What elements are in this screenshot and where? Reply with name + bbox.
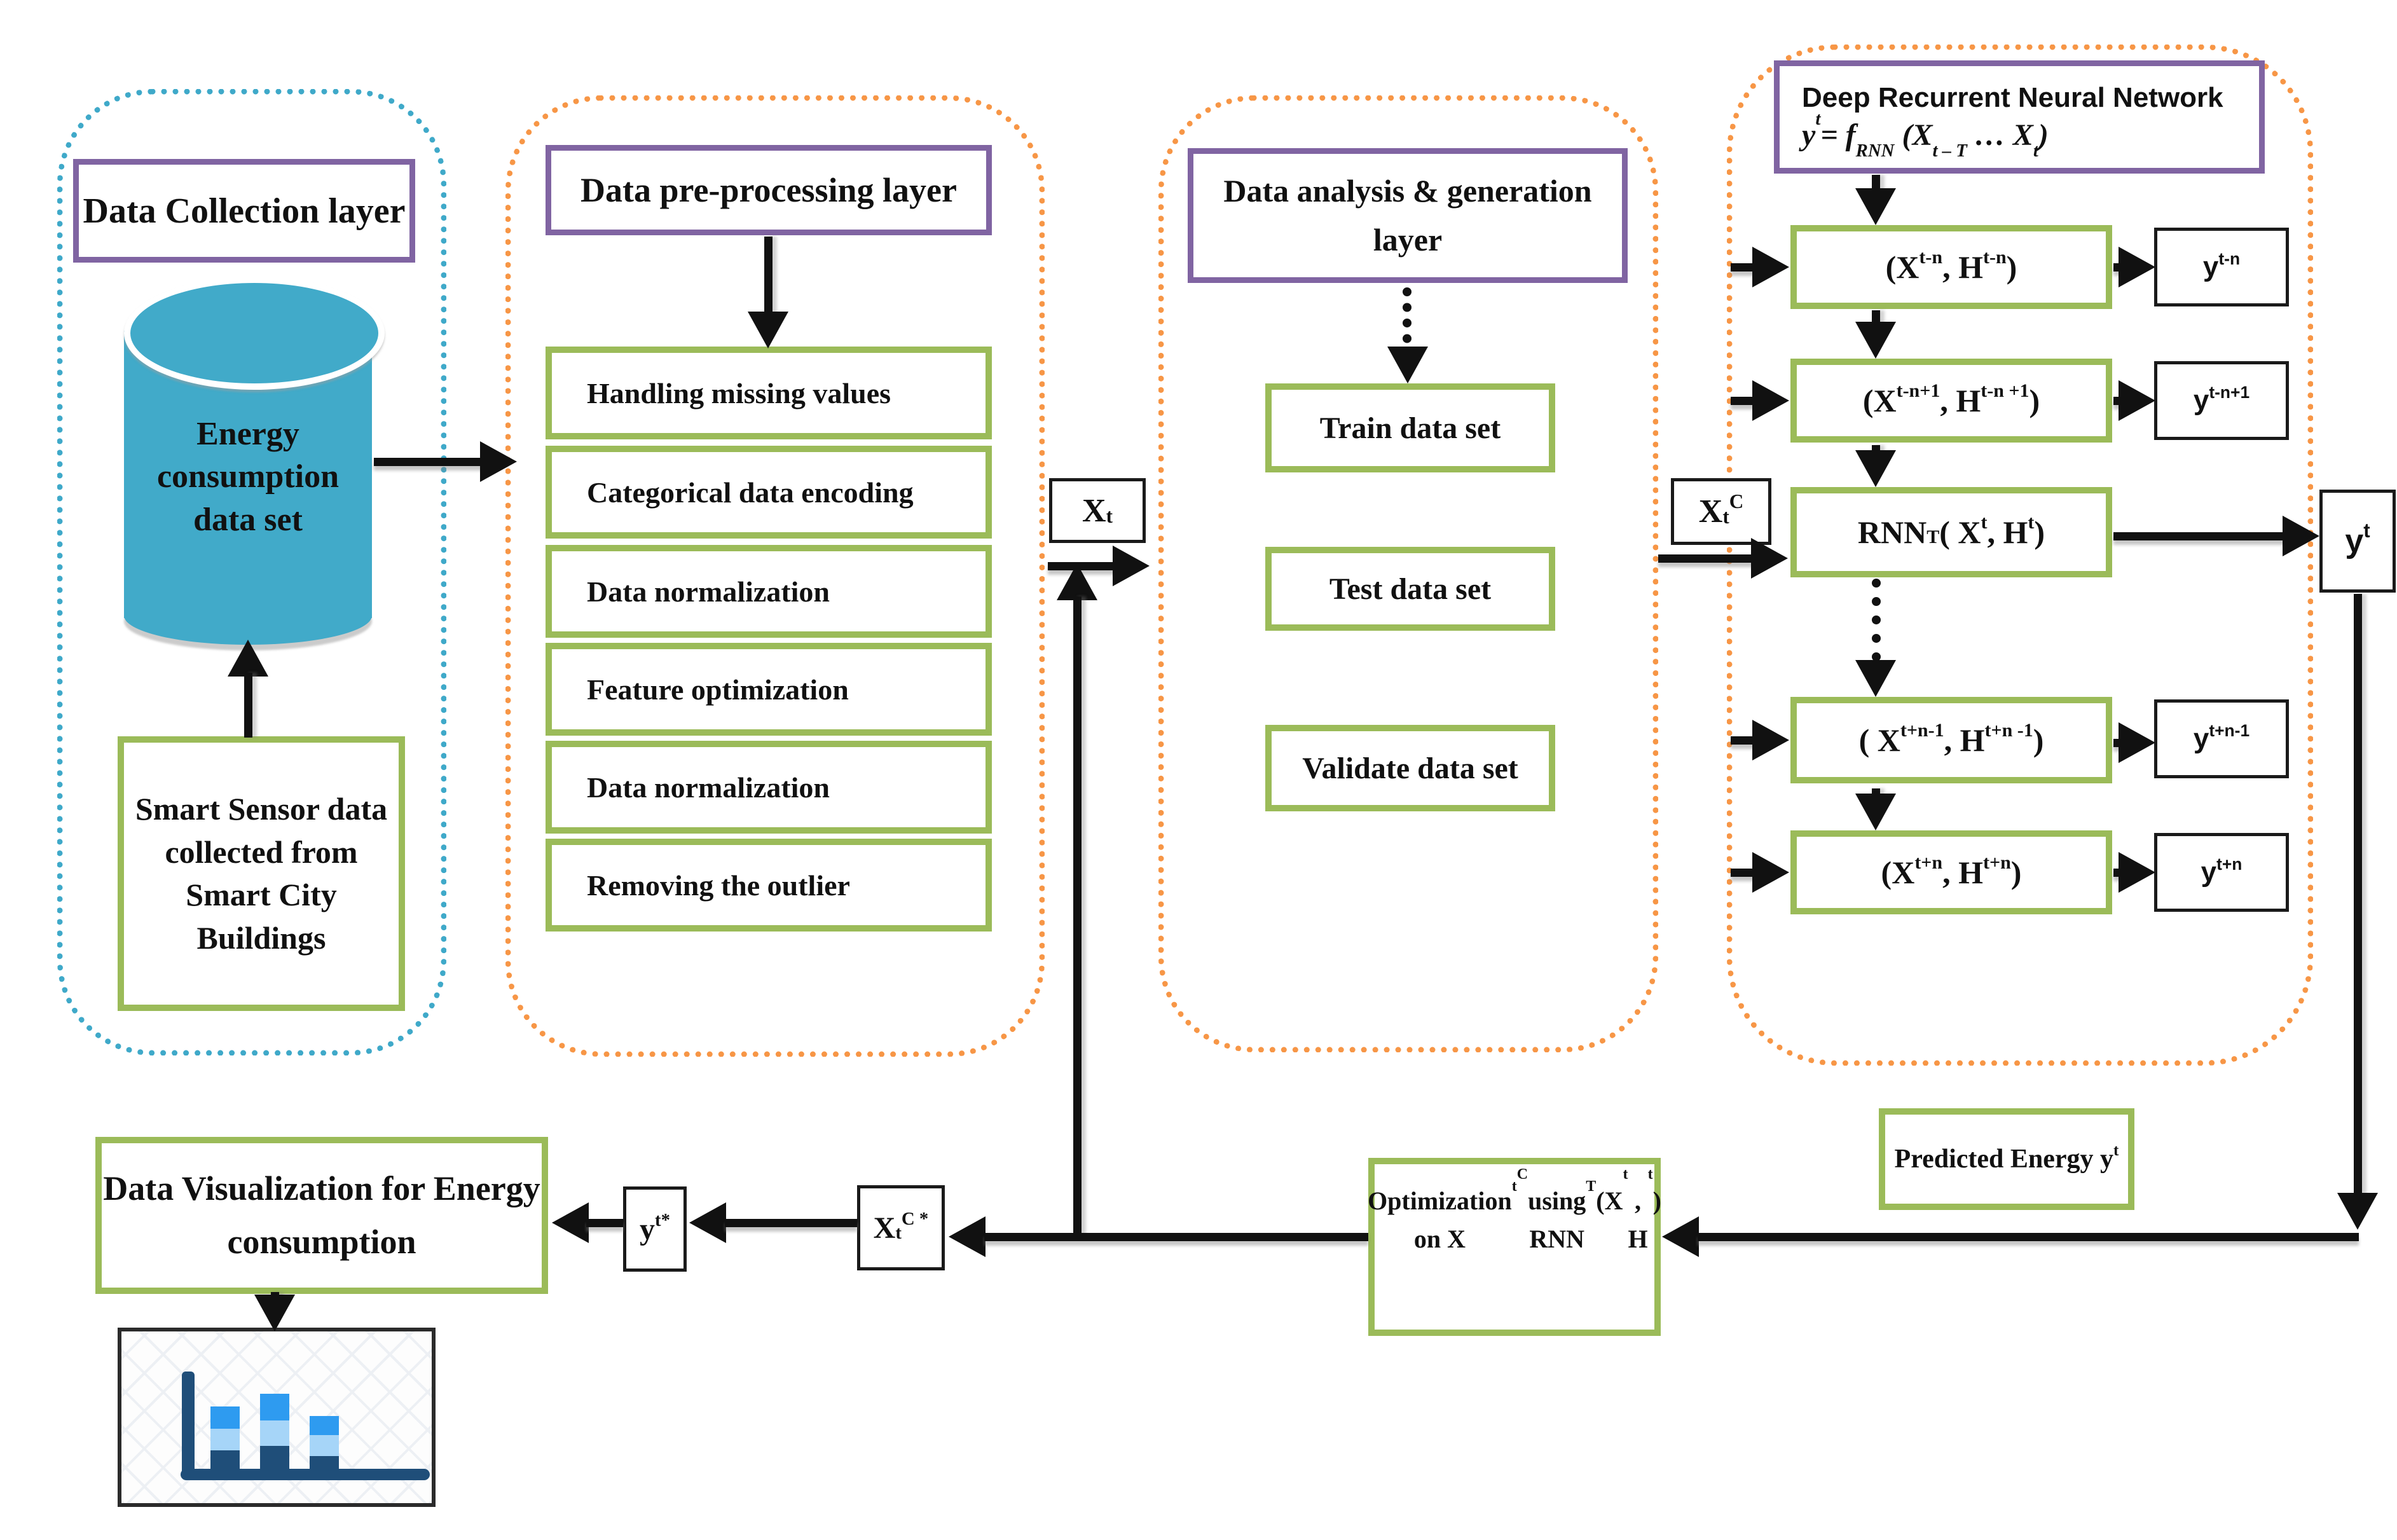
arrowhead-down-icon	[1855, 322, 1896, 359]
arrowhead-right-icon	[2119, 247, 2155, 287]
arrowhead-left-icon	[1662, 1216, 1699, 1257]
arrowhead-down-icon	[1855, 794, 1896, 830]
train-dataset-box: Train data set	[1265, 383, 1555, 472]
preprocessing-step: Data normalization	[546, 545, 992, 638]
arrowhead-up-icon	[228, 640, 268, 677]
arrowhead-right-icon	[2283, 516, 2319, 556]
bar-segment	[210, 1450, 240, 1469]
yt-feedback-drop-line	[2354, 594, 2362, 1195]
bar-segment	[310, 1435, 339, 1456]
analysis-section-frame	[1158, 95, 1658, 1052]
bar-segment	[260, 1394, 289, 1420]
test-dataset-box: Test data set	[1265, 547, 1555, 631]
analysis-title: Data analysis & generation layer	[1188, 148, 1628, 283]
bar-segment	[210, 1429, 240, 1450]
arrowhead-left-icon	[689, 1202, 726, 1243]
arrowhead-down-icon	[1387, 347, 1428, 383]
feedback-line-right	[1698, 1233, 2359, 1241]
arrow-rnn-row1-row2	[1872, 310, 1880, 324]
chart-y-axis	[182, 1372, 195, 1478]
arrowhead-down-icon	[254, 1295, 295, 1331]
bar-segment	[260, 1420, 289, 1446]
arrowhead-down-icon	[748, 312, 788, 348]
preprocessing-step: Categorical data encoding	[546, 446, 992, 539]
feedback-branch-line	[1073, 596, 1082, 1237]
smart-sensor-box: Smart Sensor data collected from Smart C…	[118, 736, 405, 1011]
dashed-arrow-analysis-title-down	[1403, 287, 1411, 359]
arrowhead-right-icon	[1751, 538, 1788, 579]
arrow-xtc-to-rnn	[1658, 554, 1755, 563]
arrow-xtcstar-to-ytstar	[725, 1219, 857, 1227]
bar-segment	[310, 1456, 339, 1469]
arrow-cylinder-to-preprocessing	[374, 458, 485, 466]
arrowhead-right-icon	[1752, 247, 1789, 287]
rnn-formula: yt= fRNN (Xt – T … Xt)	[1802, 109, 2049, 162]
preprocessing-section-frame	[505, 95, 1045, 1057]
preprocessing-step: Removing the outlier	[546, 839, 992, 932]
bar-segment	[210, 1406, 240, 1429]
arrowhead-down-icon	[1855, 660, 1896, 697]
arrowhead-right-icon	[1113, 546, 1150, 586]
stacked-bar-chart-icon	[118, 1328, 436, 1507]
arrowhead-left-icon	[949, 1216, 986, 1257]
bar-segment	[260, 1446, 289, 1469]
chart-x-axis	[181, 1469, 430, 1480]
bar-segment	[310, 1416, 339, 1435]
arrow-preprocessing-title-down	[764, 237, 773, 314]
preprocessing-title: Data pre-processing layer	[546, 145, 992, 235]
arrowhead-right-icon	[2119, 852, 2155, 893]
preprocessing-step: Feature optimization	[546, 643, 992, 736]
arrowhead-right-icon	[1752, 852, 1789, 893]
arrow-input-row1	[1731, 263, 1756, 272]
arrowhead-down-icon	[1855, 450, 1896, 487]
data-visualization-box: Data Visualization for Energy consumptio…	[95, 1137, 548, 1294]
arrow-ytstar-to-visualization	[586, 1219, 623, 1227]
validate-dataset-box: Validate data set	[1265, 725, 1555, 811]
arrowhead-down-icon	[1855, 188, 1896, 225]
preprocessing-step: Handling missing values	[546, 347, 992, 439]
arrow-input-row4	[1731, 736, 1756, 745]
arrowhead-right-icon	[2119, 722, 2155, 763]
arrow-sensor-to-cylinder	[244, 673, 252, 738]
arrowhead-left-icon	[552, 1202, 589, 1243]
database-cylinder-lid	[124, 277, 385, 390]
cylinder-label: Energy consumption data set	[156, 415, 340, 538]
arrow-input-row2	[1731, 397, 1756, 405]
arrowhead-right-icon	[480, 441, 517, 482]
arrowhead-right-icon	[1752, 720, 1789, 760]
feedback-line-left	[984, 1233, 1368, 1241]
arrowhead-right-icon	[1752, 380, 1789, 421]
arrow-input-row5	[1731, 869, 1756, 877]
preprocessing-step: Data normalization	[546, 741, 992, 834]
arrow-rnnt-to-yt	[2113, 532, 2285, 540]
dashed-arrow-rnn-row3-row4	[1872, 579, 1881, 661]
data-collection-title: Data Collection layer	[73, 159, 415, 263]
data-collection-section-frame	[57, 89, 446, 1055]
arrowhead-down-icon	[2337, 1193, 2378, 1230]
rnn-title: Deep Recurrent Neural Network	[1802, 81, 2223, 113]
arrowhead-up-icon	[1057, 563, 1097, 600]
arrowhead-right-icon	[2119, 380, 2155, 421]
